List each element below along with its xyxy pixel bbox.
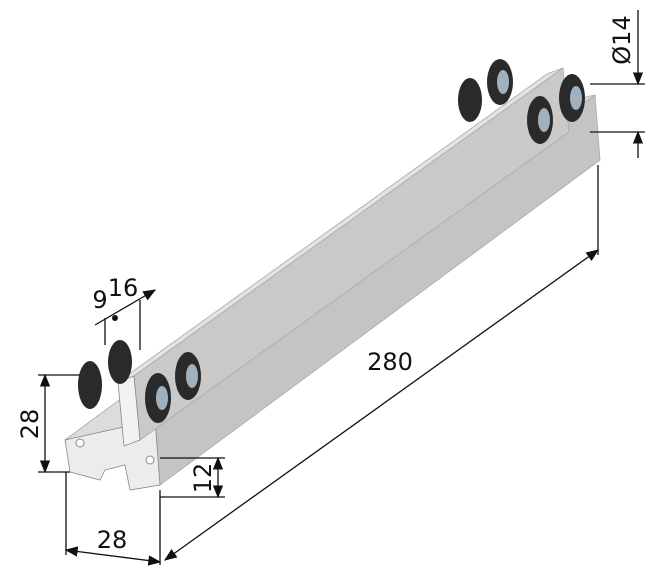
dim-offset-16: 16: [108, 274, 139, 302]
dim-length: 280: [367, 348, 413, 376]
dim-offset-9: 9: [92, 286, 107, 314]
dimension-lines: [38, 10, 645, 566]
dim-width: 28: [97, 526, 128, 554]
dim-diameter: Ø14: [608, 15, 636, 64]
dim-groove: 12: [189, 463, 217, 494]
back-right-wheels: [527, 74, 585, 144]
back-wheels: [458, 59, 513, 122]
dim-height: 28: [16, 409, 44, 440]
